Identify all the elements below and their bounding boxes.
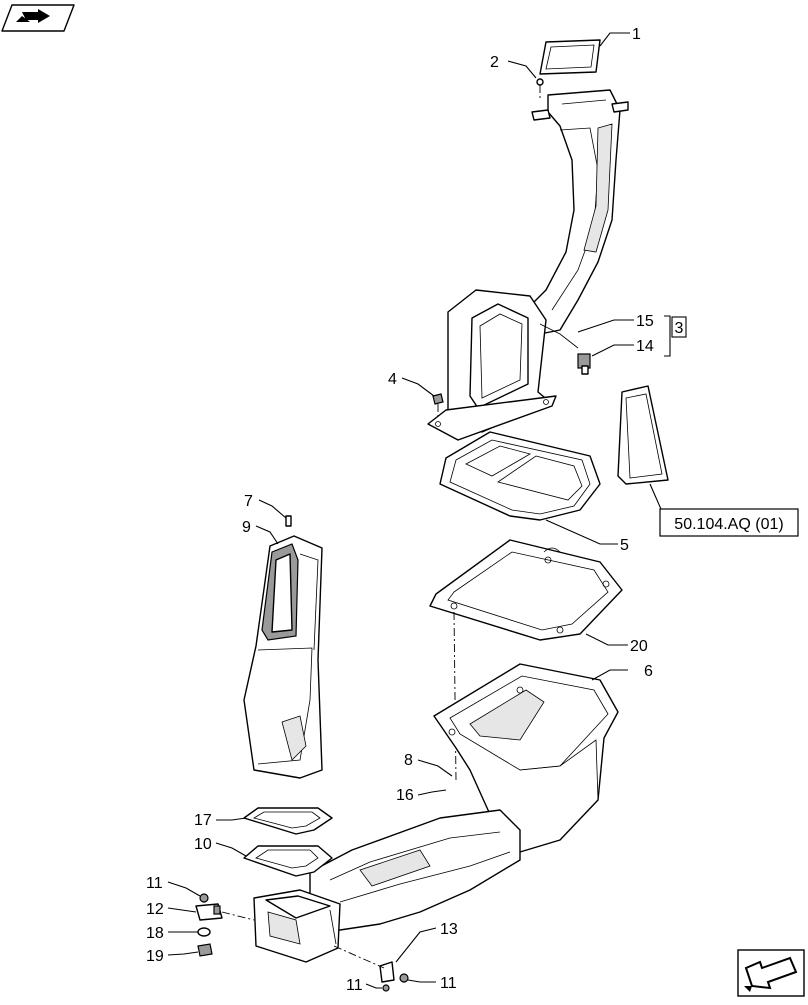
part-2-screw bbox=[536, 78, 544, 100]
callout-12[interactable]: 12 bbox=[146, 901, 164, 918]
part-14-15-clip bbox=[577, 353, 591, 375]
part-9-side-duct bbox=[243, 535, 323, 779]
reference-box bbox=[659, 508, 799, 537]
part-7-screw bbox=[285, 515, 292, 527]
callout-2[interactable]: 2 bbox=[490, 54, 499, 71]
callout-20[interactable]: 20 bbox=[630, 638, 648, 655]
part-13-11-hardware bbox=[333, 945, 409, 992]
part-6-housing bbox=[433, 663, 619, 853]
callout-9[interactable]: 9 bbox=[242, 519, 251, 536]
callout-14[interactable]: 14 bbox=[636, 338, 654, 355]
part-5-gasket-frame bbox=[439, 431, 601, 521]
callout-5[interactable]: 5 bbox=[620, 537, 629, 554]
upper-air-duct bbox=[427, 89, 629, 441]
lower-air-duct bbox=[253, 809, 521, 963]
callout-11a[interactable]: 11 bbox=[146, 875, 163, 892]
callout-16[interactable]: 16 bbox=[396, 787, 414, 804]
part-11-12-18-19-hardware bbox=[195, 893, 255, 957]
part-4-nut bbox=[432, 393, 444, 420]
part-17-gasket bbox=[243, 807, 333, 835]
callout-6[interactable]: 6 bbox=[644, 663, 653, 680]
reference-label[interactable]: 50.104.AQ (01) bbox=[674, 516, 783, 533]
part-1-gasket bbox=[539, 39, 601, 75]
part-20-plate bbox=[429, 539, 623, 641]
leader-lines bbox=[167, 32, 634, 989]
callout-17[interactable]: 17 bbox=[194, 812, 212, 829]
callout-11b[interactable]: 11 bbox=[440, 975, 457, 992]
callout-8[interactable]: 8 bbox=[404, 752, 413, 769]
callout-4[interactable]: 4 bbox=[388, 371, 397, 388]
group-bracket-label[interactable]: 3 bbox=[675, 320, 684, 337]
callout-7[interactable]: 7 bbox=[244, 493, 253, 510]
reference-filter bbox=[617, 385, 669, 485]
callout-11c[interactable]: 11 bbox=[346, 977, 363, 994]
callout-18[interactable]: 18 bbox=[146, 925, 164, 942]
book-arrow-icon[interactable] bbox=[1, 4, 75, 32]
group-bracket-box bbox=[671, 316, 687, 338]
callout-10[interactable]: 10 bbox=[194, 836, 212, 853]
group-bracket bbox=[664, 315, 671, 357]
callout-19[interactable]: 19 bbox=[146, 948, 164, 965]
callout-1[interactable]: 1 bbox=[632, 26, 641, 43]
part-10-gasket bbox=[243, 845, 333, 877]
callout-13[interactable]: 13 bbox=[440, 921, 458, 938]
callout-15[interactable]: 15 bbox=[636, 313, 654, 330]
callout-labels: 1 2 15 14 4 7 9 5 20 6 8 16 17 10 11 12 … bbox=[146, 26, 654, 994]
outline-arrow-icon[interactable] bbox=[737, 949, 805, 997]
guide-line bbox=[453, 611, 457, 781]
